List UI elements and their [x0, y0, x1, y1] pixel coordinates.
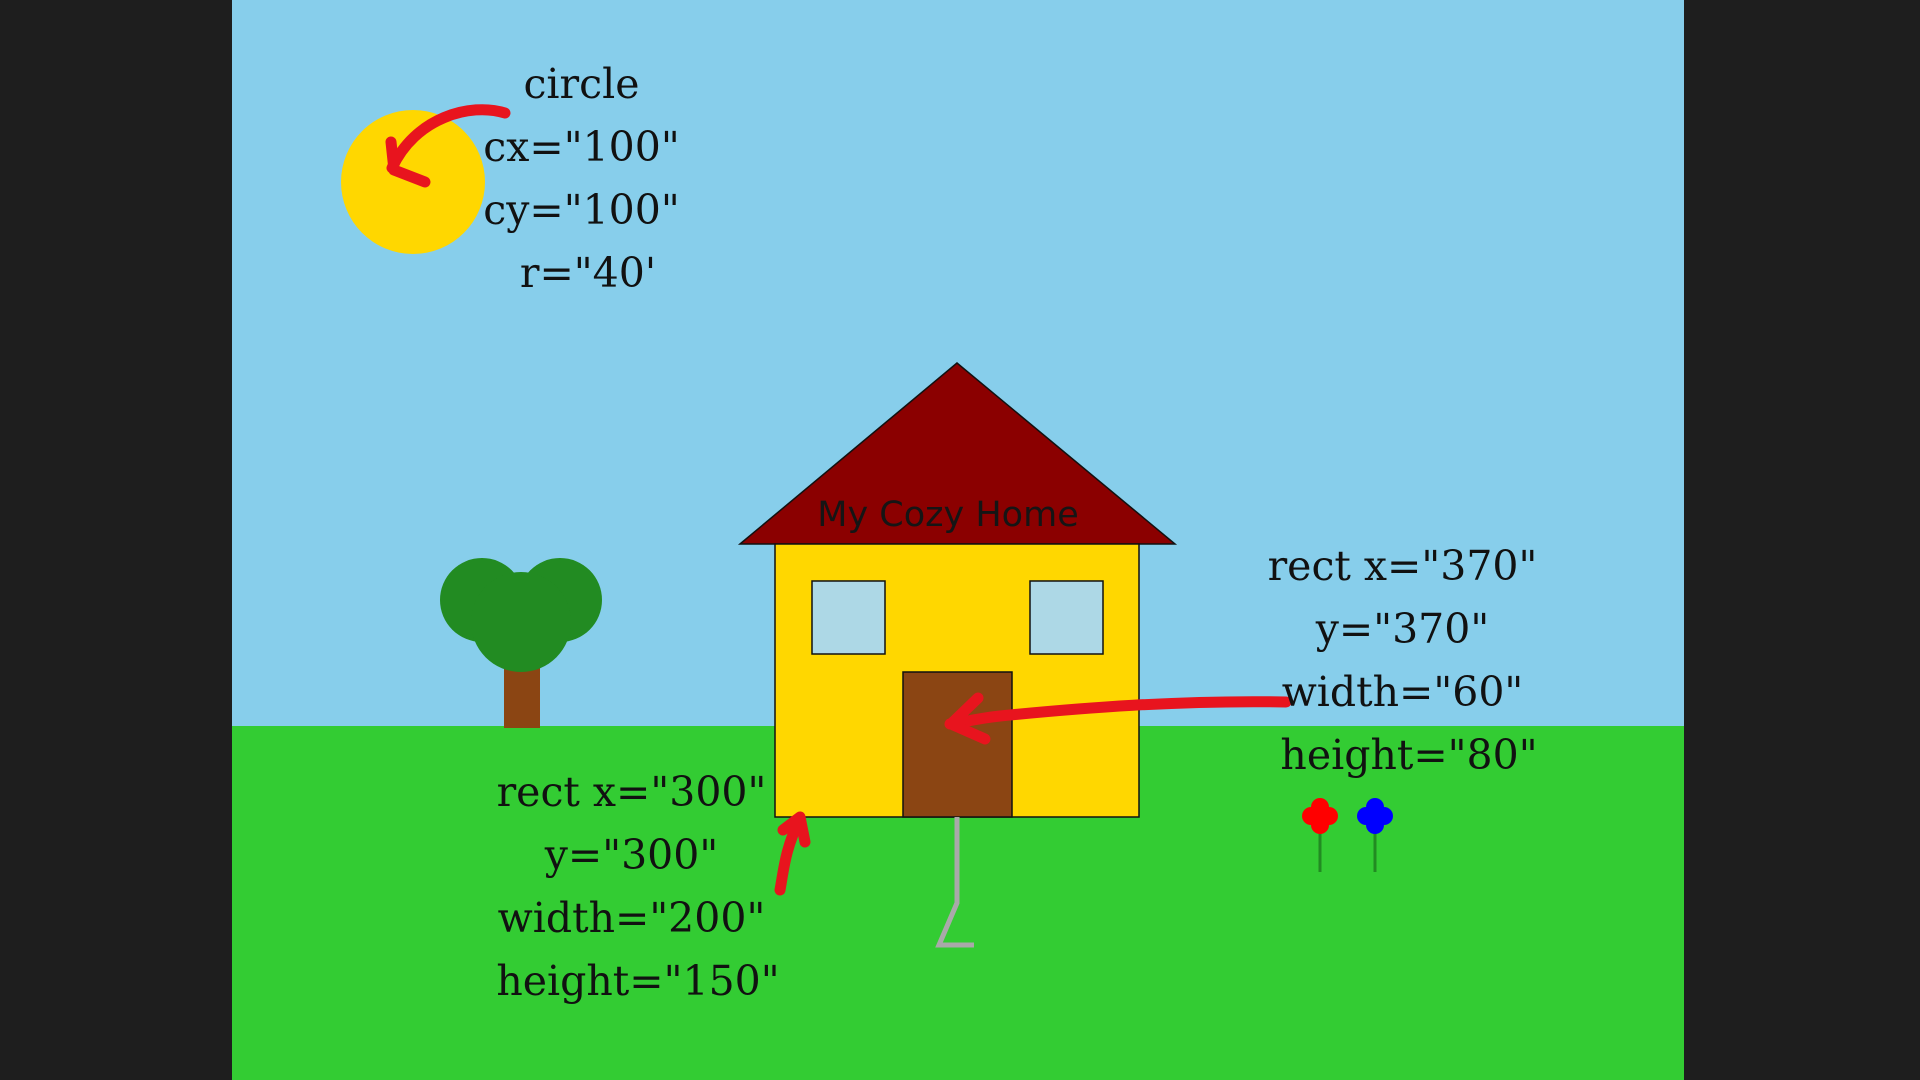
annotation-line: height="150" — [496, 957, 779, 1005]
garden-path — [935, 817, 974, 948]
annotation-line: cx="100" — [483, 123, 679, 171]
door — [902, 671, 1013, 818]
house-sign: My Cozy Home — [817, 495, 1078, 535]
door-annotation-text: rect x="370" y="370" width="60" height="… — [1268, 542, 1551, 779]
flower-red-petal — [1302, 807, 1320, 825]
door-annotation-arrow — [944, 692, 1292, 745]
annotation-line: y="300" — [544, 831, 719, 879]
flower-red — [1302, 798, 1338, 872]
tree — [440, 558, 602, 728]
annotation-line: cy="100" — [483, 186, 679, 234]
annotation-line: y="370" — [1315, 605, 1490, 653]
window-left — [811, 580, 886, 655]
annotation-line: width="200" — [498, 894, 766, 942]
tree-leaves-center — [471, 572, 571, 672]
sun-annotation-text: circle cx="100" cy="100" r="40' — [483, 60, 693, 297]
annotation-line: r="40' — [520, 249, 656, 297]
annotation-line: height="80" — [1280, 731, 1537, 779]
house-annotation-text: rect x="300" y="300" width="200" height=… — [496, 768, 779, 1005]
house-annotation-arrow — [774, 811, 811, 896]
annotation-line: width="60" — [1282, 668, 1524, 716]
annotation-line: rect x="300" — [497, 768, 767, 816]
flower-red-petal — [1320, 807, 1338, 825]
window-right — [1029, 580, 1104, 655]
annotation-line: circle — [523, 60, 639, 108]
flower-blue-petal — [1357, 807, 1375, 825]
annotation-line: rect x="370" — [1268, 542, 1538, 590]
house: My Cozy Home — [737, 362, 1178, 818]
sun-annotation-arrow — [385, 104, 511, 188]
flower-blue-petal — [1375, 807, 1393, 825]
flower-blue — [1357, 798, 1393, 872]
